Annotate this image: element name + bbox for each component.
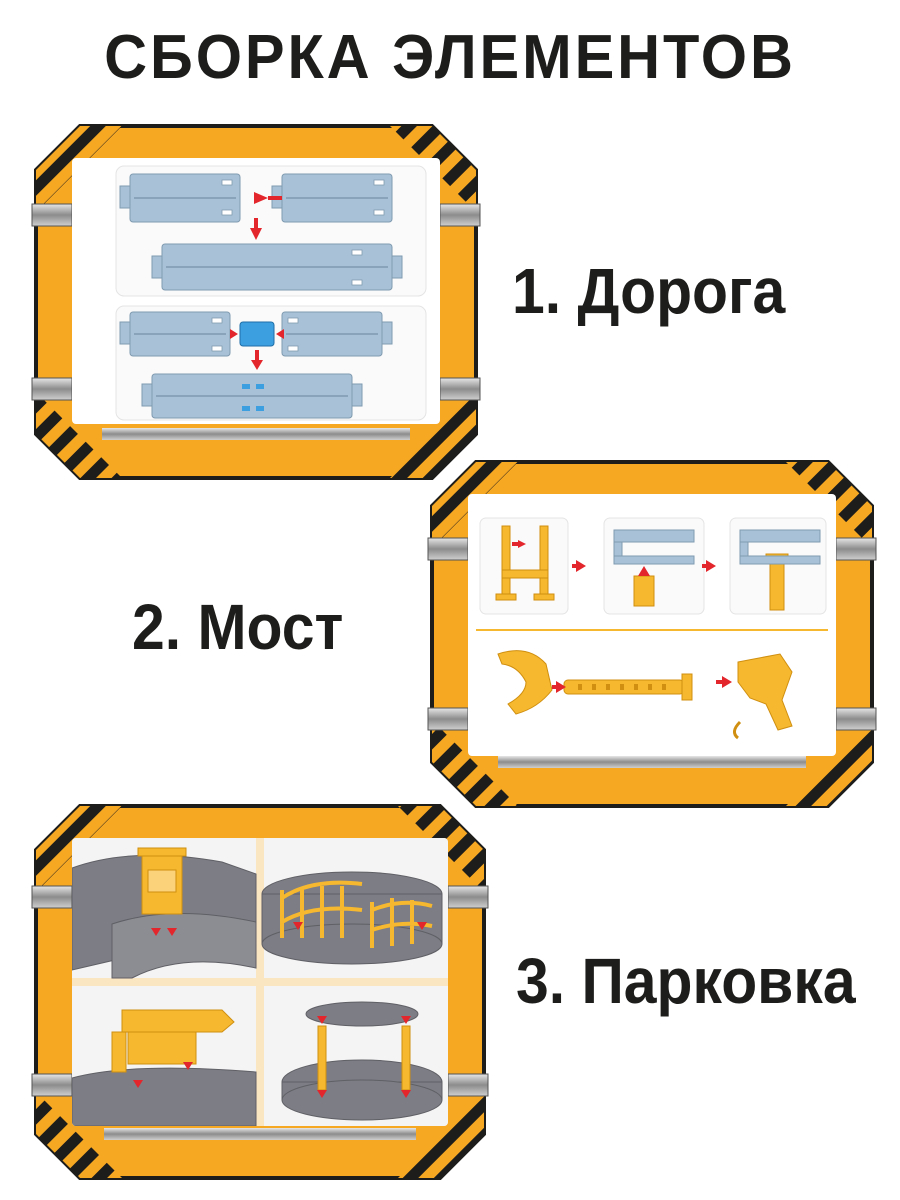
road-illustration [72, 158, 440, 424]
step-label-bridge: 2. Мост [132, 591, 344, 663]
arrow-icon [638, 566, 650, 576]
panel-bridge [427, 458, 877, 810]
arrow-icon [401, 1090, 411, 1098]
arrow-icon [276, 329, 284, 339]
arrow-icon [151, 928, 161, 936]
arrow-icon [293, 922, 303, 930]
page-title: СБОРКА ЭЛЕМЕНТОВ [104, 23, 796, 92]
arrow-icon [317, 1016, 327, 1024]
arrow-icon [250, 228, 262, 240]
arrow-icon [706, 560, 716, 572]
arrow-icon [417, 922, 427, 930]
arrow-icon [401, 1016, 411, 1024]
arrow-icon [251, 360, 263, 370]
bridge-illustration [468, 494, 836, 756]
panel-road [31, 122, 481, 482]
arrow-icon [230, 329, 238, 339]
arrow-icon [722, 676, 732, 688]
arrow-icon [576, 560, 586, 572]
arrow-icon [133, 1080, 143, 1088]
step-label-parking: 3. Парковка [516, 945, 856, 1017]
arrow-icon [317, 1090, 327, 1098]
step-label-road: 1. Дорога [512, 255, 786, 327]
arrow-icon [183, 1062, 193, 1070]
arrow-icon [167, 928, 177, 936]
arrow-icon [556, 681, 566, 693]
panel-parking [31, 802, 489, 1182]
parking-illustration [72, 838, 448, 1126]
arrow-icon [254, 192, 268, 204]
